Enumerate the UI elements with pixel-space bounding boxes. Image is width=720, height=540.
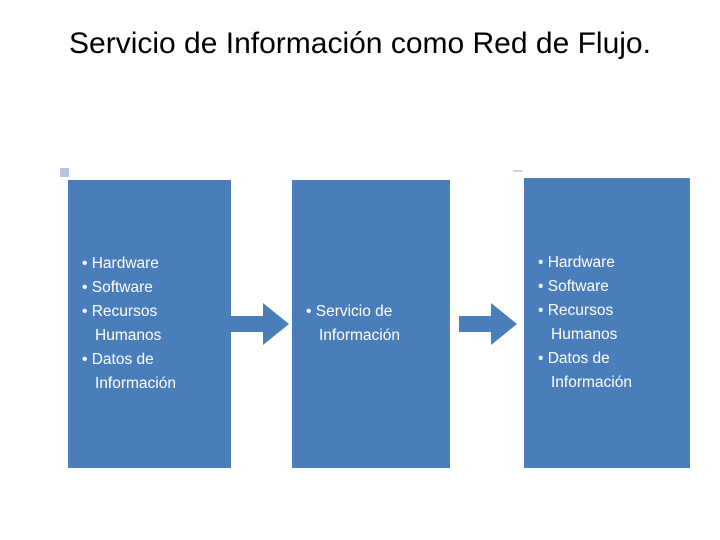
diagram-box-inputs: • Hardware • Software • Recursos Humanos… [68, 180, 231, 468]
list-item: • Software [82, 278, 153, 296]
list-item: • Datos de Información [538, 350, 632, 392]
list-item: • Recursos Humanos [538, 301, 618, 343]
placeholder-marker-right-icon [513, 170, 523, 172]
list-item: • Datos de Información [82, 351, 176, 393]
page-title: Servicio de Información como Red de Fluj… [69, 27, 651, 60]
list-item: • Hardware [82, 254, 159, 272]
diagram-box-process: • Servicio de Información [292, 180, 450, 468]
arrow-right-icon [459, 303, 517, 345]
diagram-box-outputs-content: • Hardware • Software • Recursos Humanos… [524, 251, 690, 395]
arrow-right-icon [231, 303, 289, 345]
list-item: • Recursos Humanos [82, 302, 162, 344]
diagram-box-process-content: • Servicio de Información [292, 300, 450, 348]
diagram-box-inputs-content: • Hardware • Software • Recursos Humanos… [68, 252, 231, 396]
list-item: • Software [538, 277, 609, 295]
list-item: • Hardware [538, 253, 615, 271]
placeholder-marker-left-icon [60, 168, 69, 177]
diagram-box-outputs: • Hardware • Software • Recursos Humanos… [524, 178, 690, 468]
list-item: • Servicio de Información [306, 302, 400, 344]
